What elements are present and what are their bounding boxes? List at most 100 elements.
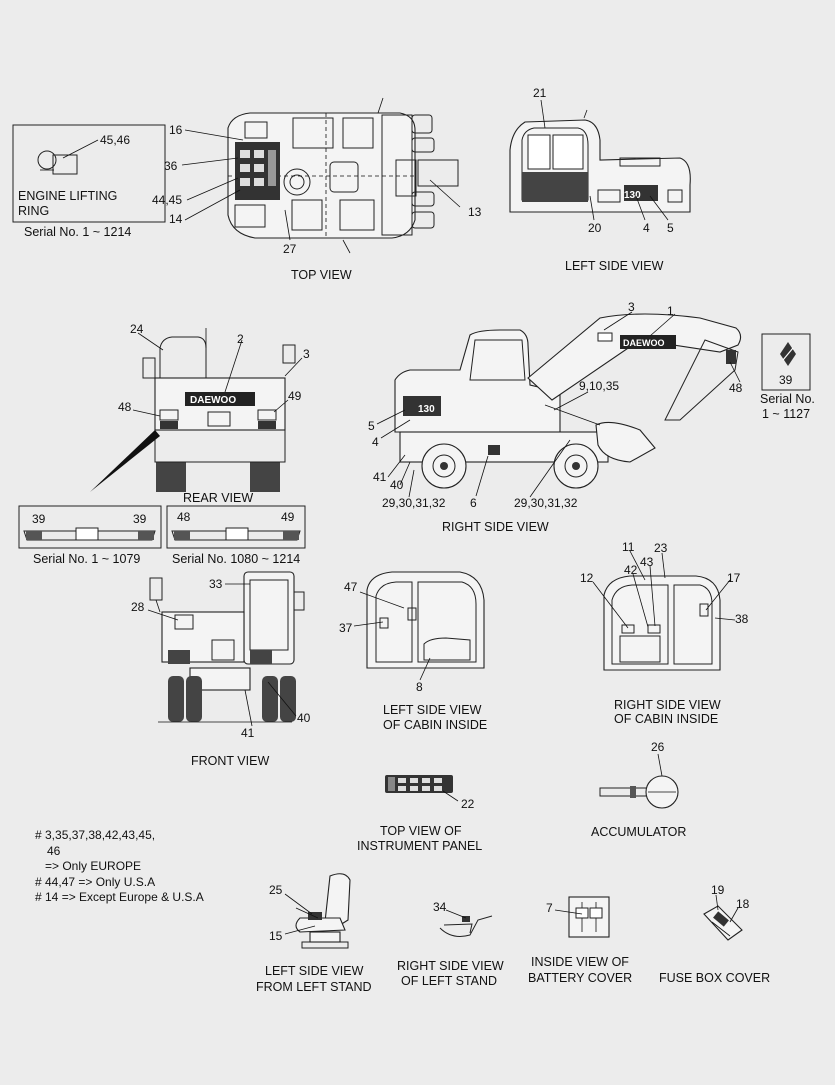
callout-5: 5 [667, 221, 674, 235]
callout-4-right: 4 [372, 435, 379, 449]
seat-icon [295, 873, 351, 949]
engine-lifting-serial: Serial No. 1 ~ 1214 [24, 225, 131, 239]
callout-27: 27 [283, 242, 297, 256]
seat-caption-2: FROM LEFT STAND [256, 980, 372, 994]
serial-box-39: 39 Serial No. 1 ~ 1127 [760, 333, 815, 421]
rear-view-caption: REAR VIEW [183, 491, 253, 505]
top-view-engine-block [235, 142, 280, 200]
cabin-right-caption-1: RIGHT SIDE VIEW [614, 698, 721, 712]
callout-41-right: 41 [373, 470, 387, 484]
callout-20: 20 [588, 221, 602, 235]
engine-lifting-frame [12, 124, 166, 223]
accumulator-caption: ACCUMULATOR [591, 825, 686, 839]
left-side-model-decal: 130 [624, 190, 641, 201]
callout-33: 33 [209, 577, 223, 591]
callout-41-front: 41 [241, 726, 255, 740]
left-stand-icon [439, 915, 493, 937]
callout-11: 11 [622, 540, 635, 554]
instrument-panel-caption-1: TOP VIEW OF [380, 824, 462, 838]
fuse-box-cover-icon [703, 905, 743, 941]
note-line-4: # 44,47 => Only U.S.A [35, 875, 155, 889]
callout-44-45: 44,45 [152, 193, 182, 207]
callout-29-32-b: 29,30,31,32 [514, 496, 578, 510]
seat-view: 25 15 LEFT SIDE VIEW FROM LEFT STAND [256, 873, 372, 994]
note-line-5: # 14 => Except Europe & U.S.A [35, 890, 204, 904]
callout-17: 17 [727, 571, 741, 585]
callout-22: 22 [461, 797, 475, 811]
decal-39-icon [780, 342, 796, 366]
right-side-view: 130 DAEWOO 3 1 [368, 300, 743, 534]
callout-15: 15 [269, 929, 283, 943]
callout-40-front: 40 [297, 711, 311, 725]
rear-machine-outline: DAEWOO [142, 328, 296, 492]
callout-13: 13 [468, 205, 482, 219]
callout-36: 36 [164, 159, 178, 173]
rear-strip-box-left [18, 505, 162, 549]
callout-3-right: 3 [628, 300, 635, 314]
front-machine-outline [149, 571, 305, 723]
callout-39-serial-box: 39 [779, 373, 793, 387]
callout-21: 21 [533, 86, 547, 100]
left-side-view-caption: LEFT SIDE VIEW [565, 259, 664, 273]
rear-strip-right-serial: Serial No. 1080 ~ 1214 [172, 552, 300, 566]
callout-24: 24 [130, 322, 144, 336]
accumulator-icon [599, 775, 679, 809]
battery-cover-icon [568, 896, 610, 938]
seat-caption-1: LEFT SIDE VIEW [265, 964, 364, 978]
note-line-1: # 3,35,37,38,42,43,45, [35, 828, 155, 842]
cabin-right-outline [603, 575, 721, 671]
callout-26: 26 [651, 740, 665, 754]
rear-strip-panels: 39 39 Serial No. 1 ~ 1079 48 49 Serial N… [18, 505, 306, 566]
fuse-box-caption: FUSE BOX COVER [659, 971, 770, 985]
callout-39-strip-b: 39 [133, 512, 147, 526]
cabin-left-outline [366, 571, 485, 669]
cabin-right-inside: 11 23 43 42 12 17 38 RIGHT SIDE VIEW OF … [580, 540, 749, 726]
callout-48-strip: 48 [177, 510, 191, 524]
callout-39-strip-a: 39 [32, 512, 46, 526]
rear-strip-left-serial: Serial No. 1 ~ 1079 [33, 552, 140, 566]
callout-43: 43 [640, 555, 654, 569]
callout-49-strip: 49 [281, 510, 295, 524]
accumulator-view: 26 ACCUMULATOR [591, 740, 686, 839]
battery-cover-view: 7 INSIDE VIEW OF BATTERY COVER [528, 896, 632, 985]
instrument-panel-caption-2: INSTRUMENT PANEL [357, 839, 482, 853]
callout-18: 18 [736, 897, 750, 911]
callout-14: 14 [169, 212, 183, 226]
callout-37: 37 [339, 621, 353, 635]
callout-42: 42 [624, 563, 638, 577]
callout-49-rear: 49 [288, 389, 302, 403]
callout-23: 23 [654, 541, 668, 555]
callout-9-10-35: 9,10,35 [579, 379, 619, 393]
cabin-right-caption-2: OF CABIN INSIDE [614, 712, 718, 726]
boom-brand-decal: DAEWOO [623, 338, 665, 348]
callout-6: 6 [470, 496, 477, 510]
right-side-model-decal: 130 [418, 404, 435, 415]
instrument-panel-view: 22 TOP VIEW OF INSTRUMENT PANEL [357, 775, 482, 853]
serial-39-line1: Serial No. [760, 392, 815, 406]
note-line-3: => Only EUROPE [45, 859, 141, 873]
callout-19: 19 [711, 883, 725, 897]
callout-5-right: 5 [368, 419, 375, 433]
cabin-left-inside: 47 37 8 LEFT SIDE VIEW OF CABIN INSIDE [339, 571, 487, 732]
callout-12: 12 [580, 571, 594, 585]
lifting-ring-icon [37, 139, 99, 175]
callout-4: 4 [643, 221, 650, 235]
callout-38: 38 [735, 612, 749, 626]
right-side-view-caption: RIGHT SIDE VIEW [442, 520, 549, 534]
front-view: 33 28 41 40 FRONT VIEW [131, 571, 311, 768]
instrument-panel-icon [385, 775, 453, 793]
callout-48-right: 48 [729, 381, 743, 395]
left-side-view: 130 21 20 4 5 LEFT SIDE VIEW [509, 86, 691, 273]
rear-view: DAEWOO 24 2 3 48 49 REAR VIEW [90, 322, 310, 505]
callout-8: 8 [416, 680, 423, 694]
callout-1: 1 [667, 304, 674, 318]
callout-25: 25 [269, 883, 283, 897]
callout-45-46: 45,46 [100, 133, 130, 147]
serial-39-frame [761, 333, 811, 391]
callout-29-32-a: 29,30,31,32 [382, 496, 446, 510]
callout-47: 47 [344, 580, 358, 594]
fuse-box-cover-view: 19 18 FUSE BOX COVER [659, 883, 770, 985]
callout-34: 34 [433, 900, 447, 914]
